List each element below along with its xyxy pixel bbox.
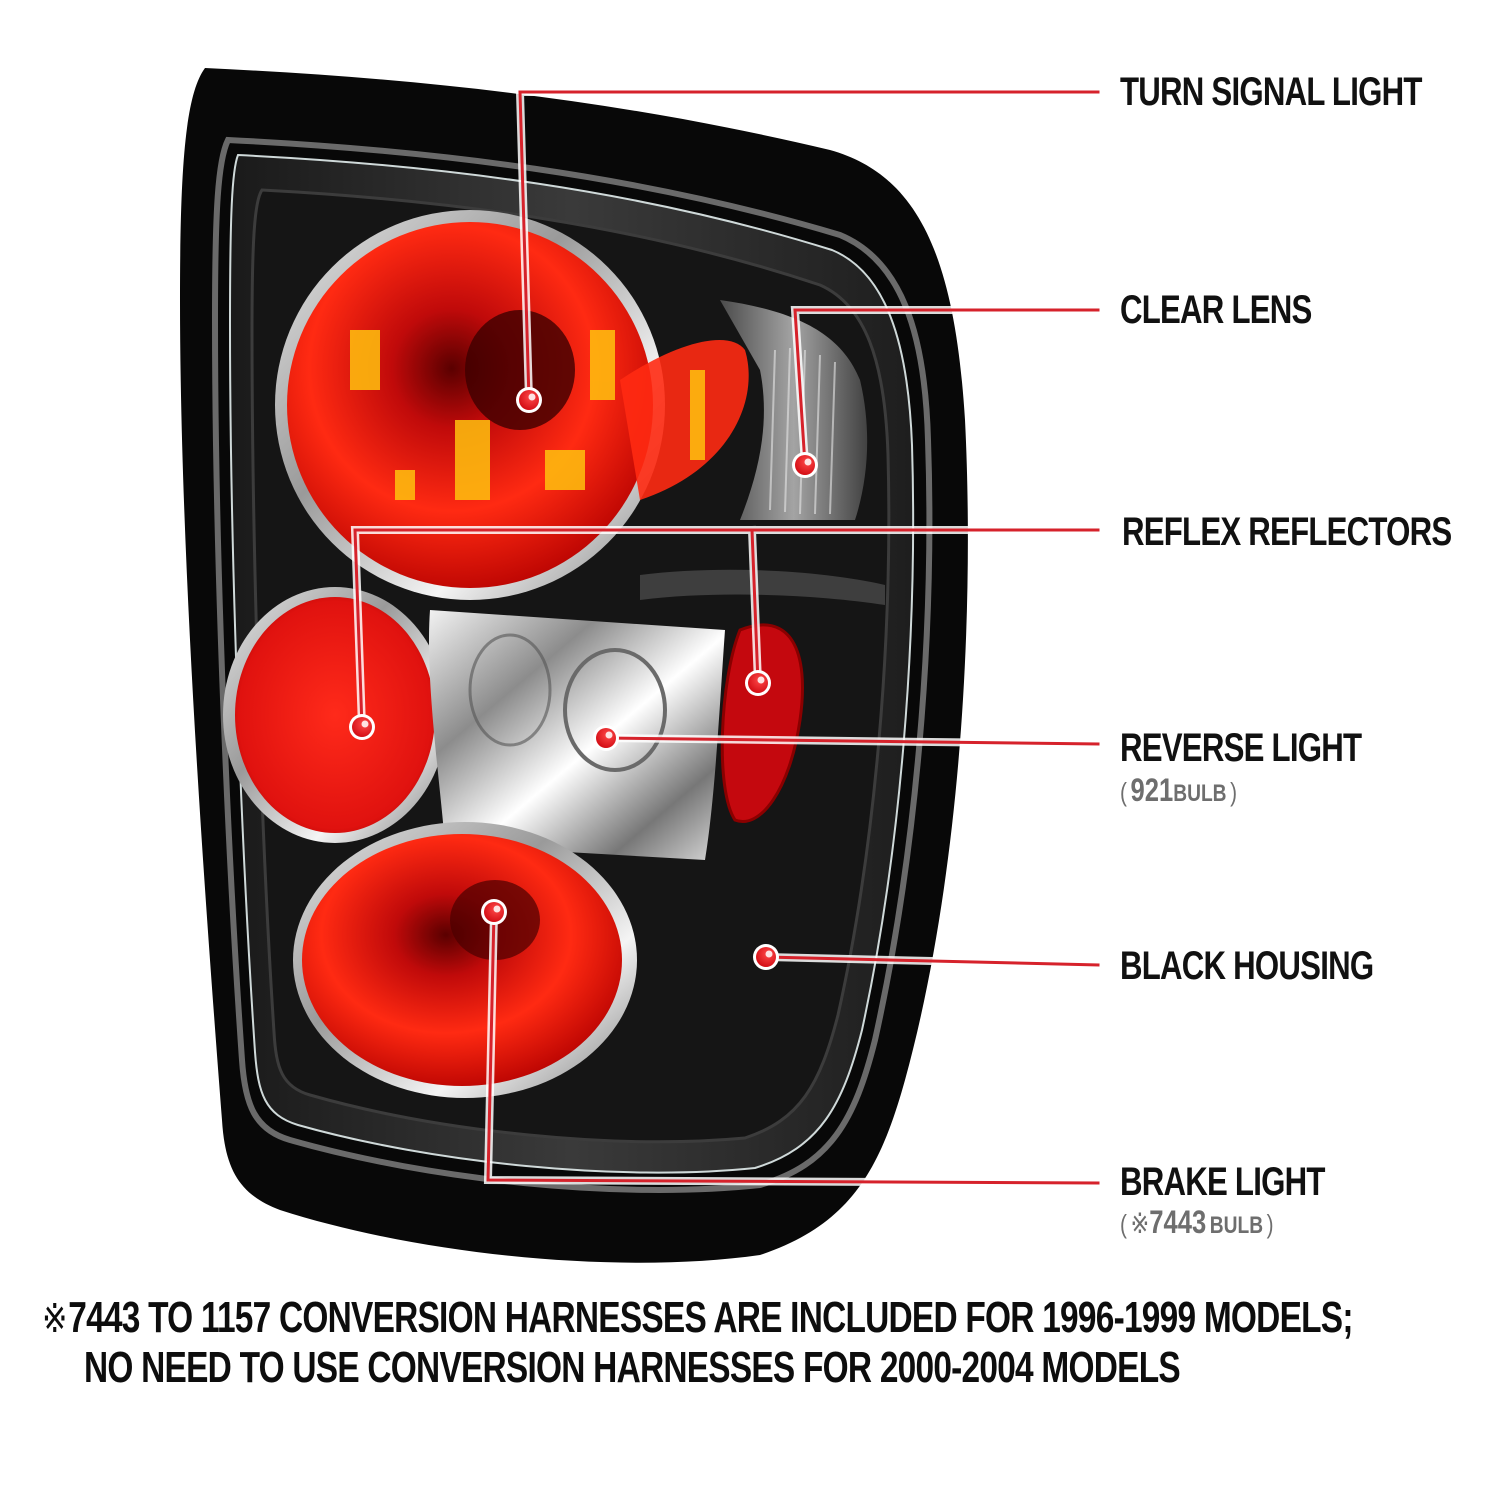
label-reflex-reflectors: REFLEX REFLECTORS (1122, 510, 1452, 554)
clear-lens-shape (720, 300, 868, 520)
label-clear-lens: CLEAR LENS (1120, 288, 1312, 332)
label-black-housing: BLACK HOUSING (1120, 944, 1374, 988)
reverse-light-dot (593, 725, 619, 751)
reflector-right-dot (745, 670, 771, 696)
turn-signal-lens (287, 222, 653, 588)
label-reverse-light: REVERSE LIGHT (1120, 726, 1362, 770)
footnote-line-2: NO NEED TO USE CONVERSION HARNESSES FOR … (84, 1343, 1181, 1392)
callout-lines (350, 88, 1103, 1188)
right-reflector (720, 623, 804, 823)
brake-light-dot (481, 899, 507, 925)
left-reflector (235, 597, 435, 833)
brake-light-lens (302, 834, 622, 1086)
reference-mark-icon: ※ (1130, 1208, 1150, 1239)
label-turn-signal-light: TURN SIGNAL LIGHT (1120, 70, 1422, 114)
footnote-line-1: ※7443 TO 1157 CONVERSION HARNESSES ARE I… (42, 1293, 1353, 1342)
reference-mark-icon: ※ (42, 1297, 67, 1341)
reverse-light-lens (428, 610, 725, 860)
turn-signal-dot (516, 387, 542, 413)
reverse-light-bulb-spec: ( 921BULB ) (1120, 772, 1238, 808)
reflector-left-dot (349, 714, 375, 740)
black-housing-dot (753, 944, 779, 970)
brake-light-bulb-spec: ( ※7443 BULB ) (1120, 1204, 1274, 1240)
clear-lens-dot (792, 452, 818, 478)
label-brake-light: BRAKE LIGHT (1120, 1160, 1325, 1204)
callout-dots (349, 387, 818, 970)
